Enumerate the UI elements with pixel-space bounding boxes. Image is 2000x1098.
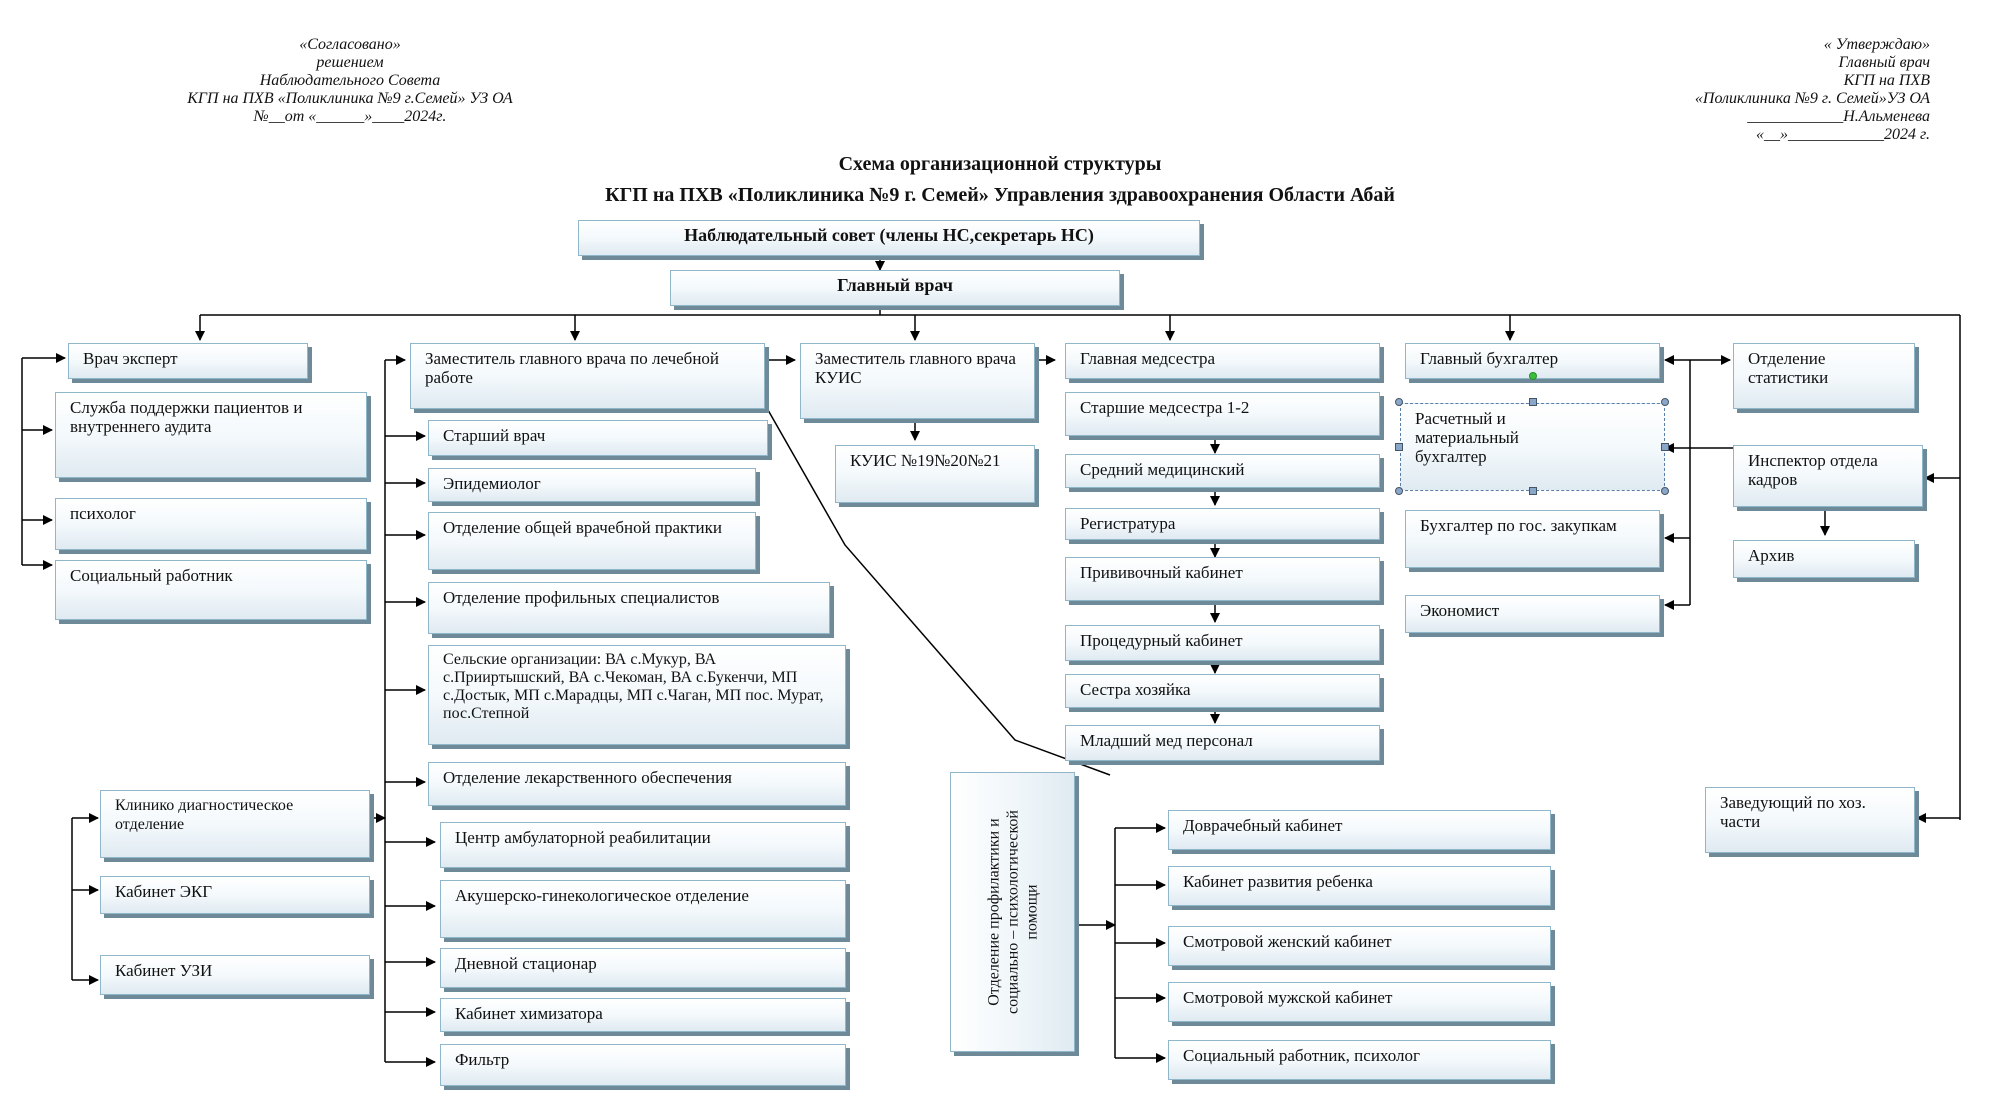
- clinic-diagnostic-box: Клинико диагностическое отделение: [100, 790, 370, 858]
- expert-doctor-box: Врач эксперт: [68, 343, 308, 379]
- resize-handle[interactable]: [1395, 443, 1403, 451]
- approval-left-line4: КГП на ПХВ «Поликлиника №9 г.Семей» УЗ О…: [187, 90, 513, 107]
- economist-box: Экономист: [1405, 595, 1660, 633]
- child-development-box: Кабинет развития ребенка: [1168, 866, 1551, 906]
- procedure-office-box: Процедурный кабинет: [1065, 625, 1380, 661]
- kuis-units-box: КУИС №19№20№21: [835, 445, 1035, 503]
- female-exam-box: Смотровой женский кабинет: [1168, 926, 1551, 966]
- chief-doctor-box: Главный врач: [670, 270, 1120, 306]
- resize-handle[interactable]: [1661, 443, 1669, 451]
- social-worker-box: Социальный работник: [55, 560, 367, 620]
- supervisory-board-box: Наблюдательный совет (члены НС,секретарь…: [578, 220, 1200, 256]
- specialists-box: Отделение профильных специалистов: [428, 582, 830, 634]
- hr-inspector-box: Инспектор отдела кадров: [1733, 445, 1923, 507]
- housekeeper-box: Сестра хозяйка: [1065, 674, 1380, 708]
- resize-handle[interactable]: [1395, 487, 1403, 495]
- household-manager-box: Заведующий по хоз. части: [1705, 787, 1915, 853]
- approval-right-line2: Главный врач: [1838, 54, 1930, 71]
- approval-block-right: « Утверждаю» Главный врач КГП на ПХВ «По…: [1520, 36, 1930, 144]
- rehab-center-box: Центр амбулаторной реабилитации: [440, 822, 846, 868]
- pre-doctor-office-box: Доврачебный кабинет: [1168, 810, 1551, 850]
- chief-accountant-box: Главный бухгалтер: [1405, 343, 1660, 379]
- junior-staff-box: Младший мед персонал: [1065, 725, 1380, 761]
- rural-organizations-box: Сельские организации: ВА с.Мукур, ВА с.П…: [428, 645, 846, 745]
- approval-right-line6: «__»____________2024 г.: [1755, 126, 1930, 143]
- approval-left-line3: Наблюдательного Совета: [259, 72, 441, 89]
- resize-handle[interactable]: [1529, 487, 1537, 495]
- prevention-department-label: Отделение профилактики и социально – пси…: [985, 810, 1040, 1014]
- payroll-accountant-box[interactable]: Расчетный и материальный бухгалтер: [1400, 403, 1665, 491]
- rotation-handle[interactable]: [1529, 372, 1537, 380]
- resize-handle[interactable]: [1661, 487, 1669, 495]
- mid-medical-box: Средний медицинский: [1065, 454, 1380, 488]
- senior-nurses-box: Старшие медсестра 1-2: [1065, 392, 1380, 436]
- deputy-medical-box: Заместитель главного врача по лечебной р…: [410, 343, 765, 409]
- day-hospital-box: Дневной стационар: [440, 948, 846, 988]
- obgyn-department-box: Акушерско-гинекологическое отделение: [440, 880, 846, 938]
- support-service-box: Служба поддержки пациентов и внутреннего…: [55, 392, 367, 478]
- drug-supply-box: Отделение лекарственного обеспечения: [428, 762, 846, 806]
- approval-left-line5: №__от «______»____2024г.: [253, 108, 447, 125]
- statistics-department-box: Отделение статистики: [1733, 343, 1915, 409]
- ecg-office-box: Кабинет ЭКГ: [100, 876, 370, 914]
- approval-left-line1: «Согласовано»: [299, 36, 401, 53]
- diagram-title: Схема организационной структуры: [838, 153, 1162, 175]
- head-nurse-box: Главная медсестра: [1065, 343, 1380, 379]
- male-exam-box: Смотровой мужской кабинет: [1168, 982, 1551, 1022]
- approval-left-line2: решением: [316, 54, 384, 71]
- approval-block-left: «Согласовано» решением Наблюдательного С…: [140, 36, 560, 126]
- archive-box: Архив: [1733, 540, 1915, 578]
- senior-doctor-box: Старший врач: [428, 420, 768, 456]
- registry-box: Регистратура: [1065, 508, 1380, 540]
- approval-right-line3: КГП на ПХВ: [1843, 72, 1930, 89]
- chemo-office-box: Кабинет химизатора: [440, 998, 846, 1032]
- epidemiologist-box: Эпидемиолог: [428, 468, 756, 502]
- general-practice-box: Отделение общей врачебной практики: [428, 512, 756, 570]
- procurement-accountant-box: Бухгалтер по гос. закупкам: [1405, 510, 1660, 568]
- social-psych-box: Социальный работник, психолог: [1168, 1040, 1551, 1080]
- resize-handle[interactable]: [1661, 398, 1669, 406]
- filter-box: Фильтр: [440, 1044, 846, 1086]
- ultrasound-office-box: Кабинет УЗИ: [100, 955, 370, 995]
- payroll-accountant-label: Расчетный и материальный бухгалтер: [1415, 409, 1519, 466]
- resize-handle[interactable]: [1529, 398, 1537, 406]
- resize-handle[interactable]: [1395, 398, 1403, 406]
- deputy-kuis-box: Заместитель главного врача КУИС: [800, 343, 1035, 419]
- vaccination-office-box: Прививочный кабинет: [1065, 557, 1380, 601]
- diagram-subtitle: КГП на ПХВ «Поликлиника №9 г. Семей» Упр…: [605, 184, 1395, 206]
- approval-right-line5: ____________Н.Альменева: [1747, 108, 1930, 125]
- prevention-department-box: Отделение профилактики и социально – пси…: [950, 772, 1075, 1052]
- approval-right-line1: « Утверждаю»: [1823, 36, 1930, 53]
- psychologist-box: психолог: [55, 498, 367, 550]
- approval-right-line4: «Поликлиника №9 г. Семей»УЗ ОА: [1694, 90, 1930, 107]
